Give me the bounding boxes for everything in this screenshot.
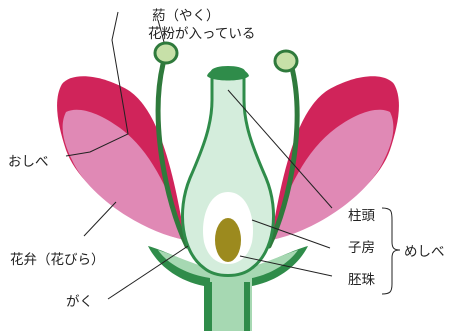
stem-edge-left — [206, 282, 212, 331]
label-stamen: おしべ — [8, 154, 49, 170]
label-ovule: 胚珠 — [348, 272, 375, 288]
stem-edge-right — [244, 282, 250, 331]
ovule-icon — [215, 218, 241, 262]
anther-left-icon — [155, 43, 177, 63]
label-ovary: 子房 — [348, 240, 375, 256]
label-pistil: めしべ — [404, 244, 445, 260]
label-anther: 葯（やく） — [152, 8, 220, 24]
petal-right — [271, 76, 399, 240]
label-anther-note: 花粉が入っている — [148, 26, 255, 42]
pistil — [182, 67, 273, 276]
label-petal: 花弁（花びら） — [10, 252, 105, 268]
anther-right-icon — [275, 51, 297, 71]
leader-petal — [84, 202, 116, 236]
stem — [212, 282, 244, 331]
petal-left — [57, 76, 185, 240]
pistil-brace — [382, 208, 400, 294]
label-sepal: がく — [66, 294, 93, 310]
label-stigma: 柱頭 — [348, 208, 375, 224]
